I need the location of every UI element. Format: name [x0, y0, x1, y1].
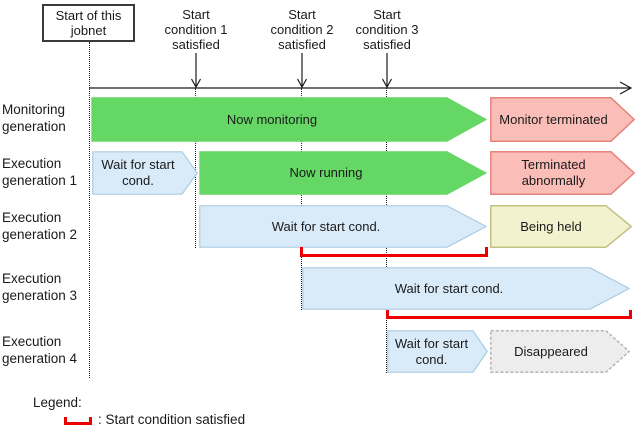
bar-monitor-terminated: Monitor terminated — [490, 97, 635, 142]
start-condition-satisfied-bracket-1 — [300, 247, 488, 257]
start-condition-satisfied-bracket-2 — [386, 310, 632, 319]
arrow-shape — [387, 330, 488, 373]
bar-wait-for-start-cond-gen2: Wait for start cond. — [199, 205, 487, 248]
bar-label: Wait for start cond. — [394, 280, 504, 296]
bar-label: Terminated abnormally — [521, 157, 586, 188]
row-label-execution-generation-3: Execution generation 3 — [2, 271, 78, 303]
arrow-shape — [199, 205, 487, 248]
bar-now-running: Now running — [199, 151, 488, 195]
condition2-dotted-line — [301, 88, 302, 310]
bar-label: Disappeared — [514, 343, 588, 359]
start-of-jobnet-label: Start of this jobnet — [55, 8, 122, 38]
row-label-execution-generation-1: Execution generation 1 — [2, 156, 78, 188]
condition1-dotted-line — [195, 88, 196, 248]
time-axis-arrow — [89, 80, 633, 96]
arrow-shape — [92, 151, 198, 195]
condition2-down-arrow-icon — [296, 53, 308, 89]
jobnet-start-dotted-line — [89, 42, 90, 378]
arrow-shape — [490, 330, 630, 373]
bar-label: Wait for start cond. — [271, 218, 381, 234]
bar-being-held: Being held — [490, 205, 632, 248]
condition3-down-arrow-icon — [381, 53, 393, 89]
bar-now-monitoring: Now monitoring — [91, 97, 488, 142]
bar-label: Monitor terminated — [499, 111, 608, 127]
row-label-monitoring-generation: Monitoring generation — [2, 102, 66, 134]
legend-item-start-condition: : Start condition satisfied — [64, 412, 245, 427]
bar-disappeared: Disappeared — [490, 330, 630, 373]
bar-wait-for-start-cond-gen4: Wait for start cond. — [387, 330, 488, 373]
arrow-shape — [91, 97, 488, 142]
arrow-shape — [199, 151, 488, 195]
legend-item-label: : Start condition satisfied — [98, 412, 246, 427]
bar-label: Being held — [520, 218, 582, 234]
bar-label: Wait for start cond. — [101, 157, 175, 188]
condition2-label: Start condition 2 satisfied — [270, 7, 334, 52]
bar-wait-for-start-cond-gen3: Wait for start cond. — [302, 267, 630, 310]
arrow-shape — [490, 151, 635, 195]
arrow-shape — [490, 97, 635, 142]
bar-label: Now running — [289, 165, 363, 180]
bar-label: Now monitoring — [226, 111, 318, 127]
condition3-label: Start condition 3 satisfied — [355, 7, 419, 52]
bar-label: Wait for start cond. — [394, 335, 469, 367]
red-bracket-icon — [64, 417, 92, 425]
arrow-shape — [302, 267, 630, 310]
row-label-execution-generation-4: Execution generation 4 — [2, 334, 78, 366]
start-of-jobnet-box: Start of this jobnet — [42, 4, 135, 42]
condition1-label: Start condition 1 satisfied — [164, 7, 228, 52]
arrow-shape — [490, 205, 632, 248]
legend-title: Legend: — [33, 395, 82, 410]
bar-terminated-abnormally: Terminated abnormally — [490, 151, 635, 195]
bar-wait-for-start-cond-gen1: Wait for start cond. — [92, 151, 198, 195]
condition1-down-arrow-icon — [190, 53, 202, 89]
row-label-execution-generation-2: Execution generation 2 — [2, 210, 78, 242]
